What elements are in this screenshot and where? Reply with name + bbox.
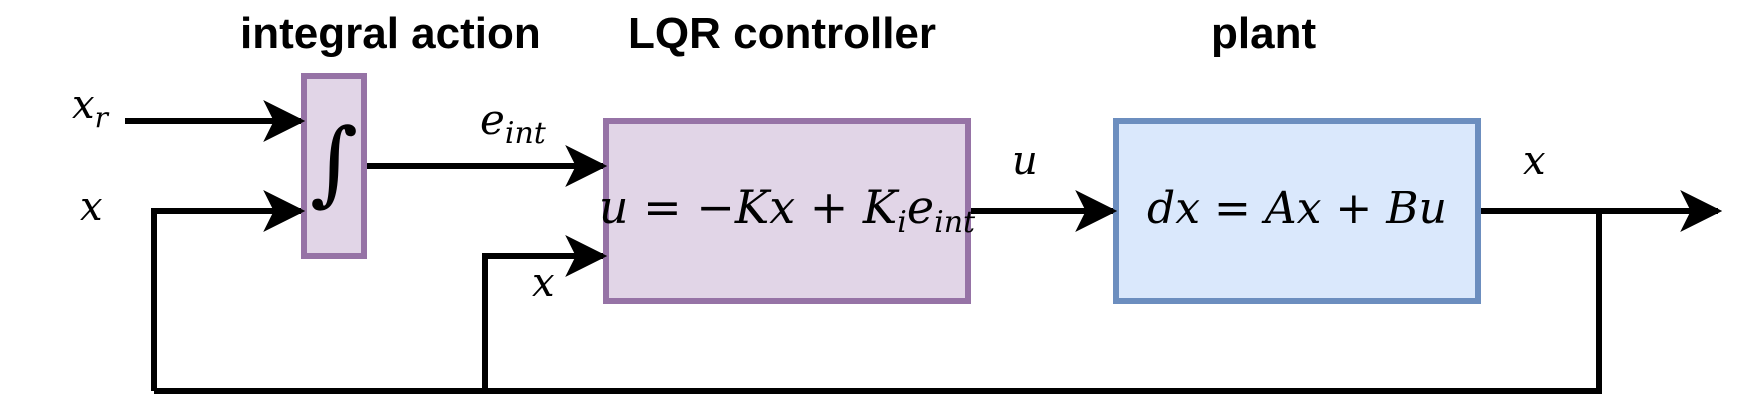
controller-equation-sub-i: i: [897, 205, 907, 240]
controller-equation-e: e: [907, 180, 934, 234]
controller-equation-sub-int: int: [934, 205, 976, 240]
integral-symbol: ∫: [310, 109, 358, 216]
controller-equation-main: u = −Kx + K: [599, 180, 900, 234]
x-output-label: x: [1523, 138, 1546, 184]
x-controller-label: x: [532, 260, 555, 306]
xr-label: xr: [72, 82, 110, 134]
x-feedback-label-left: x: [80, 184, 103, 230]
plant-block: [1113, 118, 1481, 304]
u-label: u: [1012, 138, 1038, 184]
xr-label-sub: r: [95, 101, 110, 134]
plant-title: plant: [1211, 9, 1316, 58]
feedback-loop-line: [154, 211, 1602, 394]
x-feedback-to-integrator-arrow: [151, 190, 306, 391]
eint-label: eint: [480, 95, 547, 151]
lqr-controller-block: [603, 118, 971, 304]
plant-equation: dx = Ax + Bu: [1147, 183, 1447, 234]
lqr-controller-title: LQR controller: [628, 9, 936, 58]
x-feedback-to-controller-arrow: [482, 235, 608, 391]
integrator-block: [301, 73, 367, 259]
integral-action-title: integral action: [240, 9, 541, 58]
controller-equation: u = −Kx + Kieint: [599, 180, 976, 240]
eint-label-base: e: [480, 95, 505, 144]
xr-label-base: x: [72, 82, 95, 128]
eint-label-sub: int: [505, 116, 547, 151]
